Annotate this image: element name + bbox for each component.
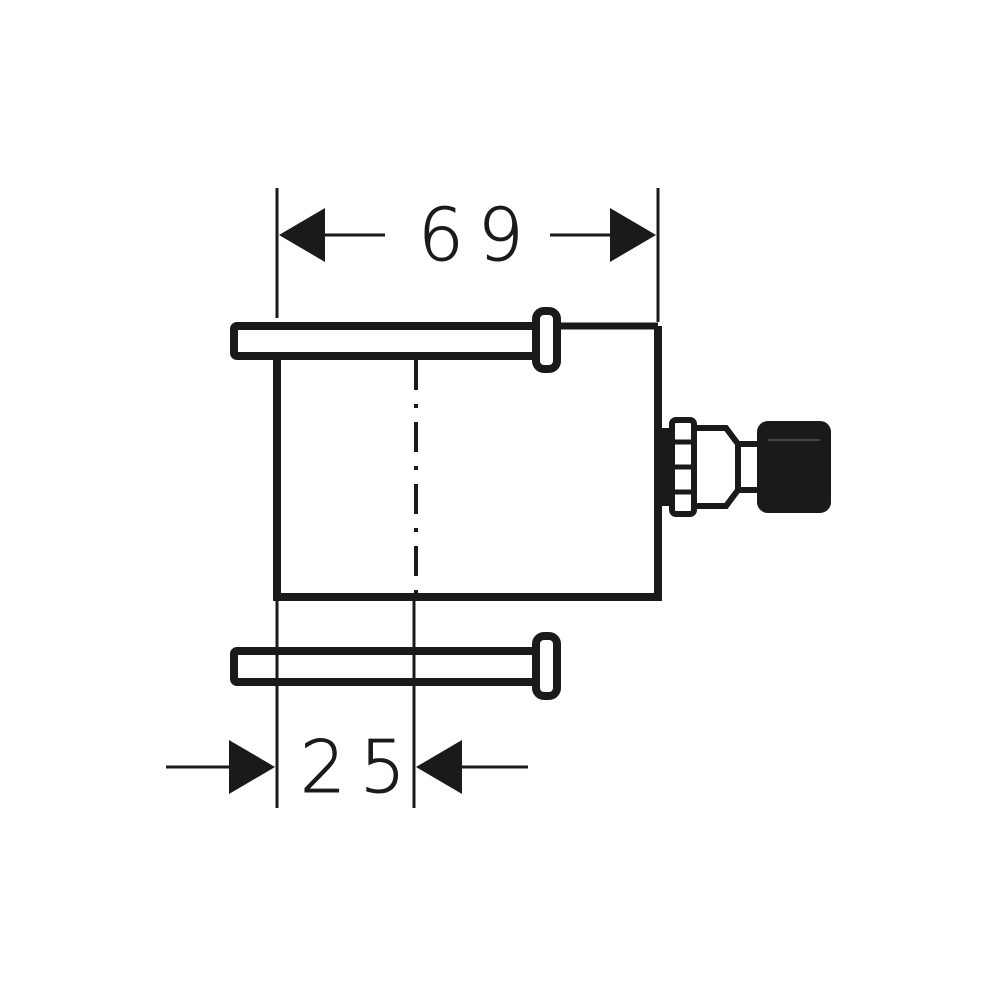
bottom-rail: [230, 632, 561, 700]
dimension-label-bottom: 25: [300, 725, 420, 809]
connector-taper: [691, 425, 741, 509]
connector-fitting: [658, 417, 831, 517]
bottom-rail-cap: [532, 632, 561, 700]
arrowhead-bottom-left: [229, 740, 275, 794]
top-rail-bar: [230, 322, 548, 360]
arrowhead-left: [279, 208, 325, 262]
connector-shank: [735, 441, 763, 493]
dimension-label-top: 69: [418, 193, 538, 277]
dimension-bottom: 25: [166, 600, 528, 810]
connector-nut: [757, 421, 831, 513]
top-rail: [230, 307, 658, 373]
bottom-rail-bar: [230, 647, 548, 686]
dimension-top: 69: [275, 188, 660, 322]
arrowhead-bottom-right: [416, 740, 462, 794]
body-outline: [273, 326, 662, 601]
top-rail-cap: [532, 307, 561, 373]
arrowhead-right: [610, 208, 656, 262]
connector-neck: [658, 428, 672, 506]
main-body: [273, 326, 662, 601]
